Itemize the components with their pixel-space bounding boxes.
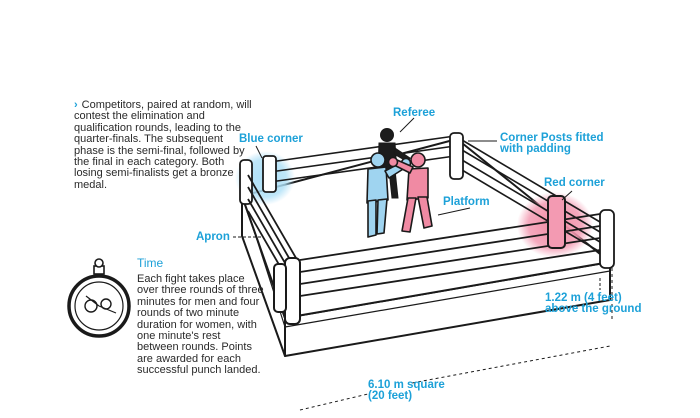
label-leader-lines [233, 117, 601, 290]
stopwatch-icon [67, 258, 131, 338]
corner-posts-front [273, 195, 566, 325]
apron-label: Apron [196, 231, 230, 243]
chevron-right-icon: › [74, 99, 78, 111]
corner-posts-back [239, 132, 615, 269]
time-heading: Time [137, 256, 164, 270]
dimension-lines [299, 268, 613, 411]
referee-label: Referee [393, 107, 436, 119]
blue-corner-label: Blue corner [239, 133, 303, 145]
red-boxer-figure [387, 152, 433, 233]
intro-text: Competitors, paired at random, will cont… [74, 99, 252, 191]
red-corner-label: Red corner [544, 177, 605, 189]
height-label-line1: 1.22 m (4 feet) [545, 292, 622, 304]
corner-posts-label-line1: Corner Posts fitted [500, 132, 604, 144]
corner-posts-label: Corner Posts fitted with padding [500, 132, 604, 155]
height-label: 1.22 m (4 feet) above the ground [545, 292, 642, 315]
ring-size-label-line2: (20 feet) [368, 390, 413, 402]
platform-label: Platform [443, 196, 490, 208]
height-label-line2: above the ground [545, 303, 642, 315]
time-paragraph: Each fight takes place over three rounds… [137, 273, 264, 377]
corner-posts-label-line2: with padding [500, 143, 571, 155]
ring-size-label-line1: 6.10 m square [368, 379, 445, 391]
intro-paragraph: ›Competitors, paired at random, will con… [74, 99, 254, 191]
ring-size-label: 6.10 m square (20 feet) [368, 379, 445, 402]
